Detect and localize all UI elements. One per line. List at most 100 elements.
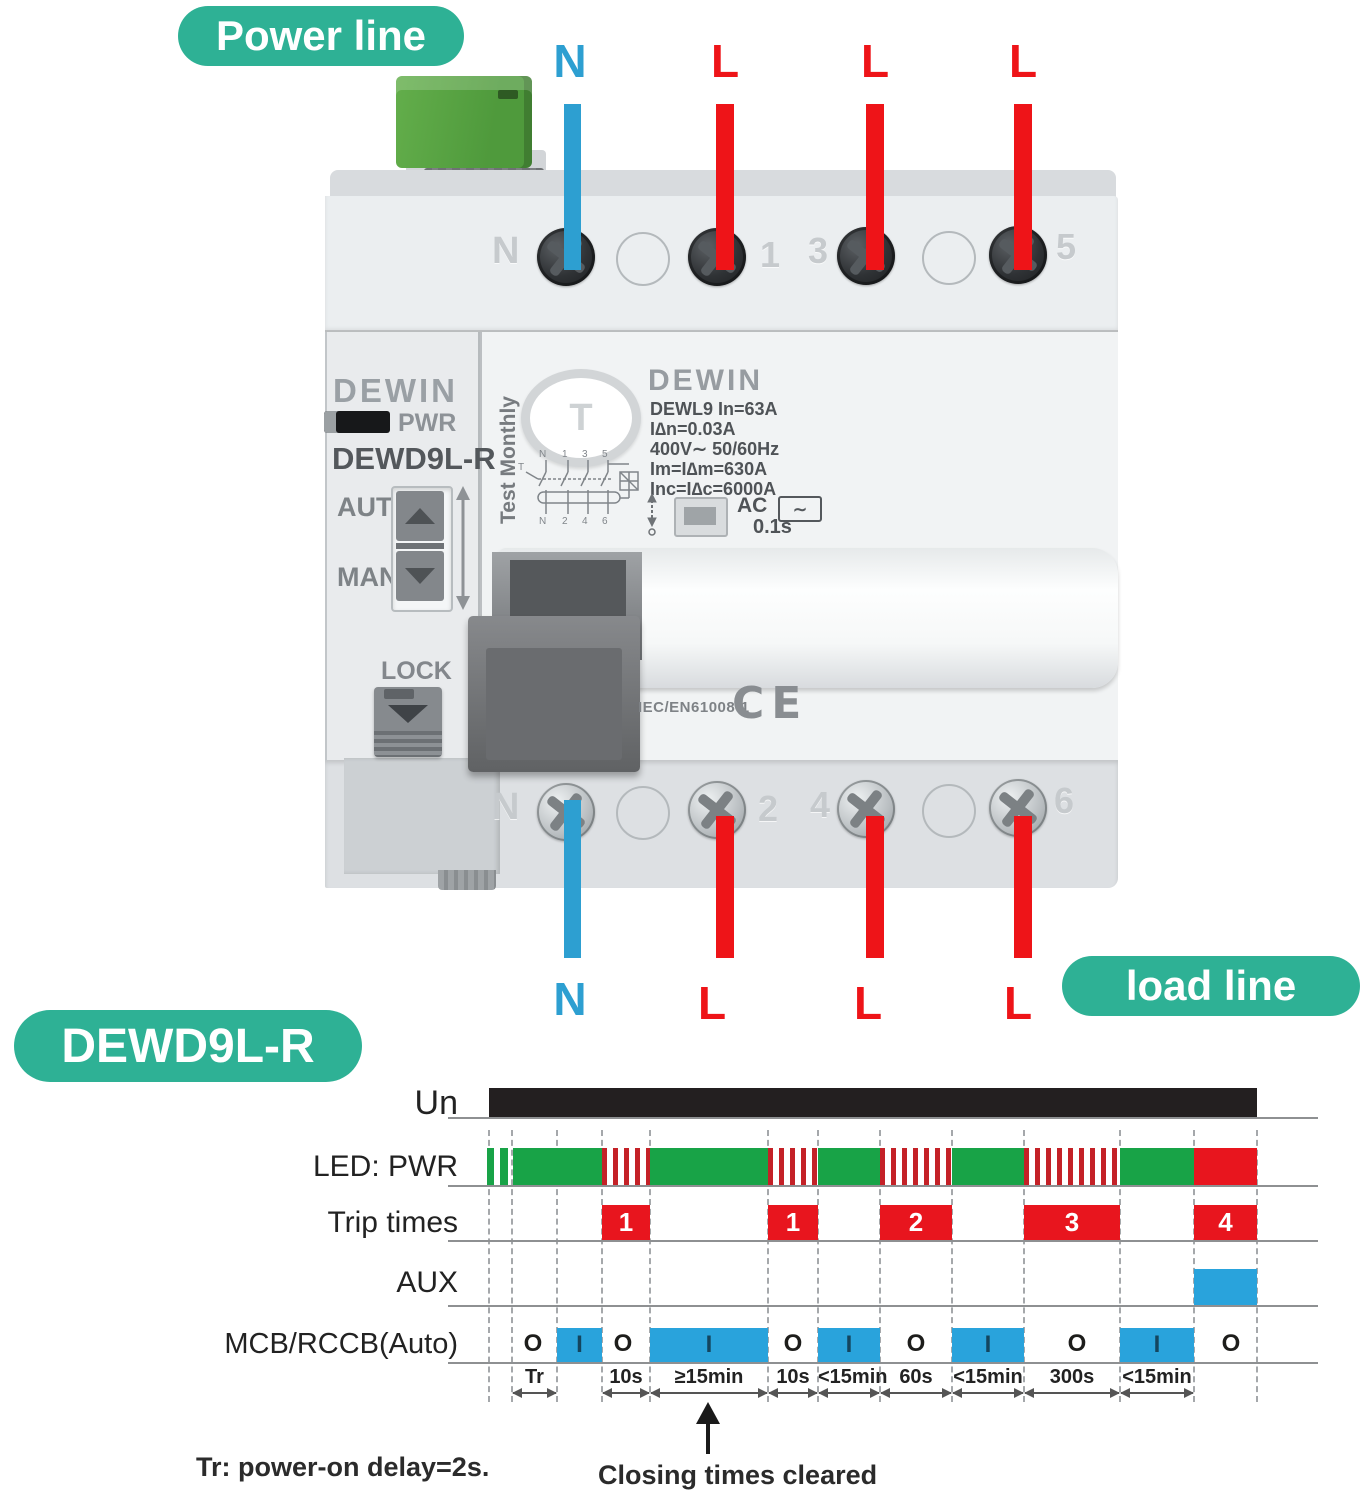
- chart-row-label-led: LED: PWR: [312, 1150, 458, 1183]
- interval-label: 60s: [899, 1366, 933, 1388]
- chart-baseline-trip: [448, 1240, 1318, 1242]
- lock-down-icon: [388, 705, 428, 723]
- breaker-toggle-face: [486, 648, 622, 760]
- chart-baseline-led: [448, 1185, 1318, 1187]
- interval-dimension: [818, 1388, 880, 1398]
- mcb-on-box: I: [952, 1328, 1024, 1362]
- dimension-arrow-icon: [640, 1388, 650, 1398]
- spec-line-5: Inc=I∆c=6000A: [650, 479, 777, 499]
- led-segment-green: [1120, 1148, 1194, 1185]
- led-segment-green: [513, 1148, 602, 1185]
- interval-dimension: [1120, 1388, 1194, 1398]
- spec-line-1: DEWL9 In=63A: [650, 399, 778, 419]
- interval-label: 10s: [609, 1366, 643, 1388]
- un-bar: [489, 1088, 1257, 1117]
- svg-text:4: 4: [582, 516, 588, 526]
- terminal-hole: [922, 784, 976, 838]
- bottom-terminal-4: 4: [810, 784, 831, 825]
- top-terminal-5: 5: [1056, 226, 1077, 267]
- pwr-label: PWR: [398, 409, 457, 437]
- dimension-line: [1025, 1392, 1119, 1394]
- lock-label: LOCK: [381, 657, 452, 685]
- bottom-terminal-6: 6: [1054, 780, 1075, 821]
- bottom-wire-l3: [1014, 816, 1032, 958]
- led-segment-green: [487, 1148, 494, 1185]
- wiring-schematic: T N 1 3 5 N 2 4 6: [518, 449, 639, 526]
- led-segment-blink: [880, 1148, 952, 1185]
- tr-footnote: Tr: power-on delay=2s.: [196, 1452, 490, 1482]
- closing-arrow-stem: [706, 1422, 710, 1454]
- dimension-arrow-icon: [1184, 1388, 1194, 1398]
- chart-row-label-mcb: MCB/RCCB(Auto): [224, 1328, 458, 1360]
- mcb-off-mark: O: [906, 1330, 926, 1357]
- dimension-line: [603, 1392, 649, 1394]
- mode-slider-down-button[interactable]: [396, 551, 444, 601]
- updown-indicator-icon: [647, 494, 657, 536]
- dimension-arrow-icon: [512, 1388, 522, 1398]
- chart-row-label-aux: AUX: [396, 1266, 458, 1299]
- brand-logo-left: DEWIN: [333, 372, 458, 409]
- dimension-arrow-icon: [808, 1388, 818, 1398]
- model-badge-label: DEWD9L-R: [61, 1019, 315, 1073]
- lock-button[interactable]: [374, 687, 442, 757]
- din-clip-tab: [438, 870, 496, 890]
- mcb-off-mark: O: [523, 1330, 543, 1357]
- lock-button-notch: [384, 689, 414, 699]
- bottom-terminal-n: N: [492, 786, 520, 828]
- rating-window: [674, 497, 728, 537]
- mcb-on-box: I: [1120, 1328, 1194, 1362]
- bottom-terminal-2: 2: [758, 788, 779, 829]
- dimension-line: [513, 1392, 556, 1394]
- dimension-line: [881, 1392, 951, 1394]
- svg-text:2: 2: [562, 516, 568, 526]
- led-segment-green: [818, 1148, 880, 1185]
- aux-box: [1194, 1269, 1257, 1305]
- slider-down-icon: [405, 568, 435, 584]
- brand-logo-center: DEWIN: [648, 364, 763, 397]
- rating-window-inner: [684, 507, 716, 525]
- dimension-arrow-icon: [870, 1388, 880, 1398]
- spec-line-2: I∆n=0.03A: [650, 419, 736, 439]
- chart-dashed-line: [601, 1130, 603, 1402]
- bottom-wire-l1: [716, 816, 734, 958]
- dimension-line: [651, 1392, 767, 1394]
- mcb-off-mark: O: [783, 1330, 803, 1357]
- chart-dashed-line: [951, 1130, 953, 1402]
- mcb-on-box: I: [818, 1328, 880, 1362]
- led-segment-blink: [768, 1148, 818, 1185]
- interval-dimension: [650, 1388, 768, 1398]
- trip-count-box: 3: [1024, 1205, 1120, 1240]
- mode-slider-up-button[interactable]: [396, 491, 444, 541]
- dimension-line: [1121, 1392, 1193, 1394]
- chart-dashed-line: [1119, 1130, 1121, 1402]
- svg-text:6: 6: [602, 516, 608, 526]
- slider-double-arrow-icon: [456, 486, 470, 610]
- chart-dashed-line: [767, 1130, 769, 1402]
- device-left-bottom-block: [344, 758, 500, 874]
- dimension-line: [953, 1392, 1023, 1394]
- mcb-on-box: I: [650, 1328, 768, 1362]
- interval-label: 10s: [776, 1366, 810, 1388]
- chart-dashed-line: [1023, 1130, 1025, 1402]
- trip-count-box: 2: [880, 1205, 952, 1240]
- mcb-off-mark: O: [1221, 1330, 1241, 1357]
- dimension-arrow-icon: [1110, 1388, 1120, 1398]
- lock-button-ridges: [374, 731, 442, 757]
- dimension-arrow-icon: [650, 1388, 660, 1398]
- ac-wave-box: ∼: [778, 496, 822, 522]
- test-button[interactable]: T: [521, 369, 641, 467]
- power-line-badge: Power line: [178, 6, 464, 66]
- bottom-wire-n: [564, 800, 581, 958]
- top-wire-l2: [866, 104, 884, 270]
- device-seam-horizontal: [325, 330, 1118, 332]
- top-wire-label-l2: L: [860, 35, 890, 87]
- device-seam-vertical: [478, 332, 482, 760]
- load-line-label: load line: [1125, 962, 1297, 1009]
- led-segment-red: [1194, 1148, 1257, 1185]
- chart-baseline-aux: [448, 1305, 1318, 1307]
- mcb-off-mark: O: [613, 1330, 633, 1357]
- mcb-off-mark: O: [1067, 1330, 1087, 1357]
- dimension-line: [769, 1392, 817, 1394]
- mode-slider-mid-bar: [396, 543, 444, 549]
